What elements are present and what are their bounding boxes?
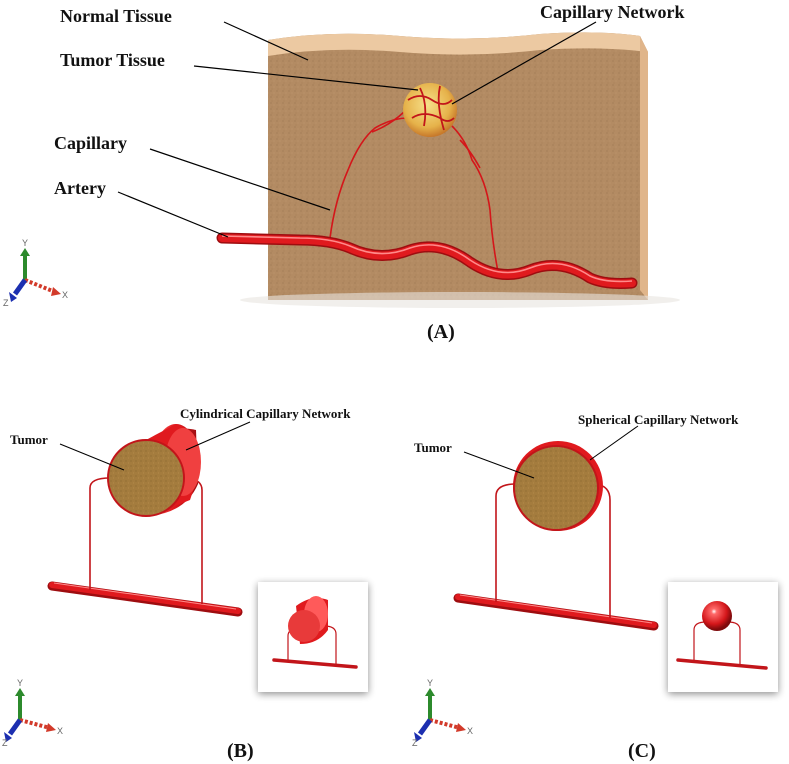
normal-tissue-block — [240, 32, 680, 308]
label-capillary-network: Capillary Network — [540, 2, 684, 22]
capillary-branches — [329, 111, 499, 273]
axis-y-label-c: Y — [427, 678, 433, 688]
axis-triad-c: Y X Z — [412, 678, 473, 748]
axis-z-label-c: Z — [412, 738, 418, 748]
spherical-capillary-network — [513, 441, 603, 531]
caption-a: (A) — [427, 321, 455, 343]
leader-lines-c — [463, 425, 639, 479]
label-cylindrical-network: Cylindrical Capillary Network — [180, 406, 351, 421]
label-artery: Artery — [54, 178, 106, 198]
artery — [216, 232, 638, 289]
label-spherical-network: Spherical Capillary Network — [578, 412, 739, 427]
axis-y-label-b: Y — [17, 678, 23, 688]
label-tumor-tissue: Tumor Tissue — [60, 50, 165, 70]
panel-b: Tumor Cylindrical Capillary Network (B) … — [2, 406, 368, 762]
inset-b — [258, 582, 368, 692]
label-normal-tissue: Normal Tissue — [60, 6, 172, 26]
inset-c — [668, 582, 778, 692]
axis-y-label-a: Y — [22, 238, 28, 248]
caption-c: (C) — [628, 740, 656, 762]
axis-triad-a: Y X Z — [3, 238, 68, 308]
tumor-disk-b — [107, 439, 185, 517]
leader-lines-b — [59, 421, 251, 471]
panel-a: Normal Tissue Tumor Tissue Capillary Net… — [3, 2, 684, 343]
leader-lines-a — [117, 21, 597, 238]
axis-triad-b: Y X Z — [2, 678, 63, 748]
artery-rod-b — [47, 581, 243, 617]
tumor-tissue — [403, 83, 457, 137]
axis-x-label-a: X — [62, 290, 68, 300]
axis-z-label-a: Z — [3, 298, 9, 308]
panel-c: Tumor Spherical Capillary Network (C) Y … — [412, 412, 778, 762]
axis-x-label-b: X — [57, 726, 63, 736]
label-capillary: Capillary — [54, 133, 127, 153]
label-tumor-c: Tumor — [414, 440, 452, 455]
label-tumor-b: Tumor — [10, 432, 48, 447]
axis-z-label-b: Z — [2, 738, 8, 748]
axis-x-label-c: X — [467, 726, 473, 736]
caption-b: (B) — [227, 740, 254, 762]
artery-rod-c — [453, 593, 659, 631]
